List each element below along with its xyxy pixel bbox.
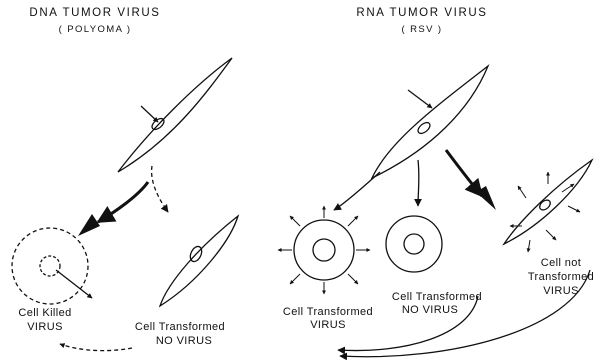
left-transformed-cell — [160, 216, 238, 306]
killed-cell-outline — [12, 228, 88, 304]
rsv-budding-arrows — [278, 206, 370, 294]
left-panel-title: DNA TUMOR VIRUS — [29, 8, 160, 19]
right-arrow-1 — [334, 172, 380, 210]
left-dashed-arrow — [152, 166, 168, 212]
left-panel-subtitle: ( POLYOMA ) — [59, 24, 132, 35]
left-bold-arrow — [98, 182, 148, 222]
left-infected-cell — [118, 58, 232, 172]
left-transformed-label-line1: Cell Transformed — [135, 322, 225, 333]
left-killed-label-line2: VIRUS — [27, 322, 63, 333]
right-transformed-virus-label-line2: VIRUS — [310, 320, 346, 331]
rsv-not-transformed-nucleus — [538, 198, 552, 212]
rsv-transformed-no-virus-nucleus — [404, 234, 424, 254]
killed-cell-nucleus — [40, 256, 60, 276]
right-not-transformed-label-line3: VIRUS — [543, 286, 579, 297]
rsv-transformed-virus-cell — [294, 220, 354, 280]
right-bold-arrow — [446, 150, 482, 196]
right-panel-subtitle: ( RSV ) — [402, 24, 443, 35]
right-arrow-2 — [418, 160, 419, 206]
right-transformed-virus-label-line1: Cell Transformed — [283, 307, 373, 318]
rsv-transformed-virus-nucleus — [313, 239, 335, 261]
right-infected-cell — [372, 66, 488, 178]
left-killed-label-line1: Cell Killed — [18, 308, 71, 319]
right-transformed-no-virus-label-line2: NO VIRUS — [402, 305, 458, 316]
right-not-transformed-label-line2: Transformed — [528, 272, 594, 283]
rsv-return-arrow-2 — [340, 270, 590, 357]
rsv-spindle-budding-arrows — [510, 172, 580, 252]
right-not-transformed-label-line1: Cell not — [541, 258, 582, 269]
left-virus-entry-arrow — [141, 106, 158, 122]
right-transformed-no-virus-label-line1: Cell Transformed — [392, 292, 482, 303]
rsv-transformed-no-virus-cell — [386, 216, 442, 272]
right-virus-entry-arrow — [408, 90, 432, 108]
left-return-arrow — [60, 344, 132, 351]
right-panel-title: RNA TUMOR VIRUS — [356, 8, 487, 19]
left-transformed-label-line2: NO VIRUS — [156, 336, 212, 347]
